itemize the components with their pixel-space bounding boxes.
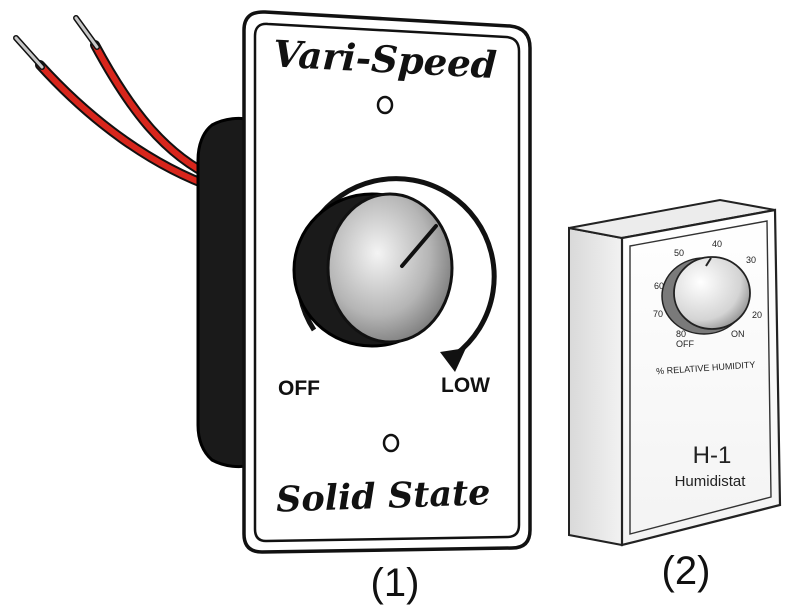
scale-60: 60 [654, 281, 664, 291]
scale-50: 50 [674, 248, 684, 258]
speed-knob[interactable] [292, 192, 454, 348]
wall-plate-inner-border [253, 22, 521, 543]
wire-2-tip-core [74, 16, 99, 49]
humidistat-side [568, 226, 623, 547]
scale-80: 80 [676, 329, 686, 339]
scale-off: OFF [676, 339, 694, 349]
screw-hole-top [376, 95, 394, 115]
scale-40: 40 [712, 239, 722, 249]
caption-2: (2) [662, 549, 711, 593]
scale-20: 20 [752, 310, 762, 320]
dial-face [673, 256, 751, 330]
knob-pointer [400, 224, 438, 268]
label-low: LOW [441, 374, 490, 397]
humidistat-name: Humidistat [675, 473, 747, 490]
scale-30: 30 [746, 255, 756, 265]
wire-1 [35, 60, 220, 193]
dial-pointer [705, 257, 712, 267]
screw-hole-bottom [382, 433, 400, 453]
humidistat: 50 40 30 60 20 70 80 OFF ON % RELATIVE H… [568, 198, 782, 593]
wire-1-fill [37, 62, 218, 191]
brand-bottom: Solid State [275, 472, 491, 520]
rotation-arrow [440, 348, 466, 372]
label-off: OFF [278, 377, 320, 400]
caption-1: (1) [371, 561, 420, 605]
scale-70: 70 [653, 309, 663, 319]
humidistat-front-border [629, 220, 772, 535]
wire-1-tip-core [14, 36, 44, 69]
humidity-dial[interactable] [661, 256, 751, 335]
speed-control: Vari-Speed Solid State OFF LOW (1) [13, 10, 532, 605]
knob-face [326, 192, 454, 344]
wires [13, 15, 220, 193]
scale-on: ON [731, 329, 745, 339]
humidistat-model: H-1 [693, 442, 732, 469]
